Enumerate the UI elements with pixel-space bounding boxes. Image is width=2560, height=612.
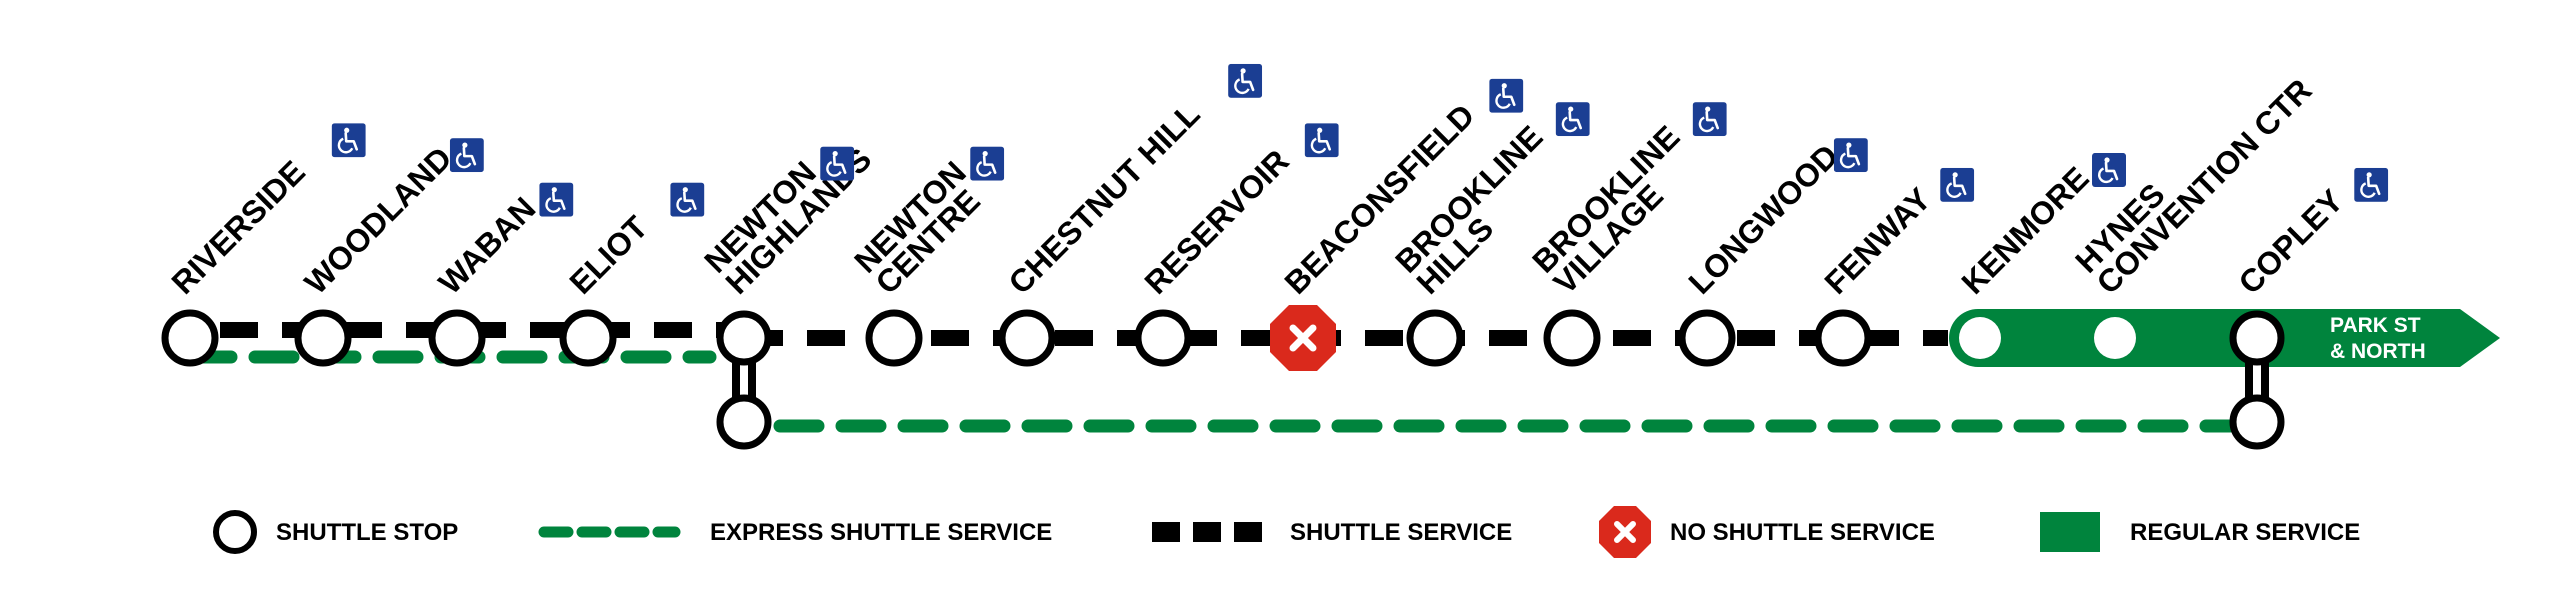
shuttle-stop-marker: [161, 309, 219, 367]
shuttle-stop-marker: [559, 309, 617, 367]
legend-shuttle-label: SHUTTLE SERVICE: [1290, 519, 1512, 546]
express-stop-marker: [2229, 394, 2285, 450]
wheelchair-icon: [331, 123, 366, 158]
wheelchair-icon: [1692, 102, 1727, 137]
destination-label: PARK ST: [2330, 314, 2421, 337]
station-label: ELIOT: [562, 209, 654, 301]
no-service-icon: [1270, 305, 1336, 371]
wheelchair-icon: [2092, 152, 2127, 187]
shuttle-stop-marker: [1678, 309, 1736, 367]
shuttle-stop-marker: [1134, 309, 1192, 367]
station-label-line: RIVERSIDE: [164, 154, 311, 301]
station-label: KENMORE: [1954, 160, 2095, 301]
station-label: WABAN: [431, 190, 542, 301]
wheelchair-icon: [1555, 102, 1590, 137]
legend: SHUTTLE STOP EXPRESS SHUTTLE SERVICE SHU…: [213, 506, 2360, 558]
shuttle-stop-marker: [294, 309, 352, 367]
station-newton-highlands: NEWTONHIGHLANDS: [697, 141, 878, 450]
shuttle-stop-marker: [1543, 309, 1601, 367]
regular-service-band: [1949, 309, 2500, 367]
wheelchair-icon: [539, 182, 574, 217]
station-newton-centre: NEWTONCENTRE: [847, 146, 1005, 367]
wheelchair-icon: [1489, 78, 1524, 113]
wheelchair-icon: [1228, 63, 1263, 98]
regular-service-icon: [2040, 512, 2100, 552]
legend-regular-label: REGULAR SERVICE: [2130, 519, 2360, 546]
legend-express-label: EXPRESS SHUTTLE SERVICE: [710, 519, 1052, 546]
shuttle-stop-marker: [1406, 309, 1464, 367]
express-stop-marker: [716, 394, 772, 450]
shuttle-stop-marker: [428, 309, 486, 367]
shuttle-stop-marker: [865, 309, 923, 367]
wheelchair-icon: [670, 182, 705, 217]
wheelchair-icon: [2354, 167, 2389, 202]
regular-stop-marker: [2094, 317, 2136, 359]
station-label-line: COPLEY: [2231, 182, 2349, 300]
wheelchair-icon: [970, 146, 1005, 181]
no-service-icon: [1599, 506, 1651, 558]
station-label-line: KENMORE: [1954, 160, 2095, 301]
station-label: RIVERSIDE: [164, 154, 311, 301]
shuttle-stop-marker: [716, 310, 772, 366]
station-label: COPLEY: [2231, 182, 2349, 300]
legend-no-shuttle-label: NO SHUTTLE SERVICE: [1670, 519, 1935, 546]
station-label-line: WABAN: [431, 190, 542, 301]
shuttle-stop-marker: [1814, 309, 1872, 367]
wheelchair-icon: [1833, 138, 1868, 173]
shuttle-stop-marker: [2229, 310, 2285, 366]
wheelchair-icon: [1940, 167, 1975, 202]
shuttle-stop-marker: [998, 309, 1056, 367]
destination-label: & NORTH: [2330, 340, 2426, 363]
station-label-line: FENWAY: [1817, 181, 1937, 301]
regular-stop-marker: [1959, 317, 2001, 359]
wheelchair-icon: [449, 138, 484, 173]
station-label: FENWAY: [1817, 181, 1937, 301]
station-copley: COPLEY: [2229, 167, 2389, 450]
wheelchair-icon: [1304, 123, 1339, 158]
station-label: BROOKLINEVILLAGE: [1525, 119, 1707, 301]
station-label-line: ELIOT: [562, 209, 654, 301]
legend-shuttle-stop-label: SHUTTLE STOP: [276, 519, 458, 546]
wheelchair-icon: [820, 146, 855, 181]
shuttle-stop-icon: [213, 510, 257, 554]
